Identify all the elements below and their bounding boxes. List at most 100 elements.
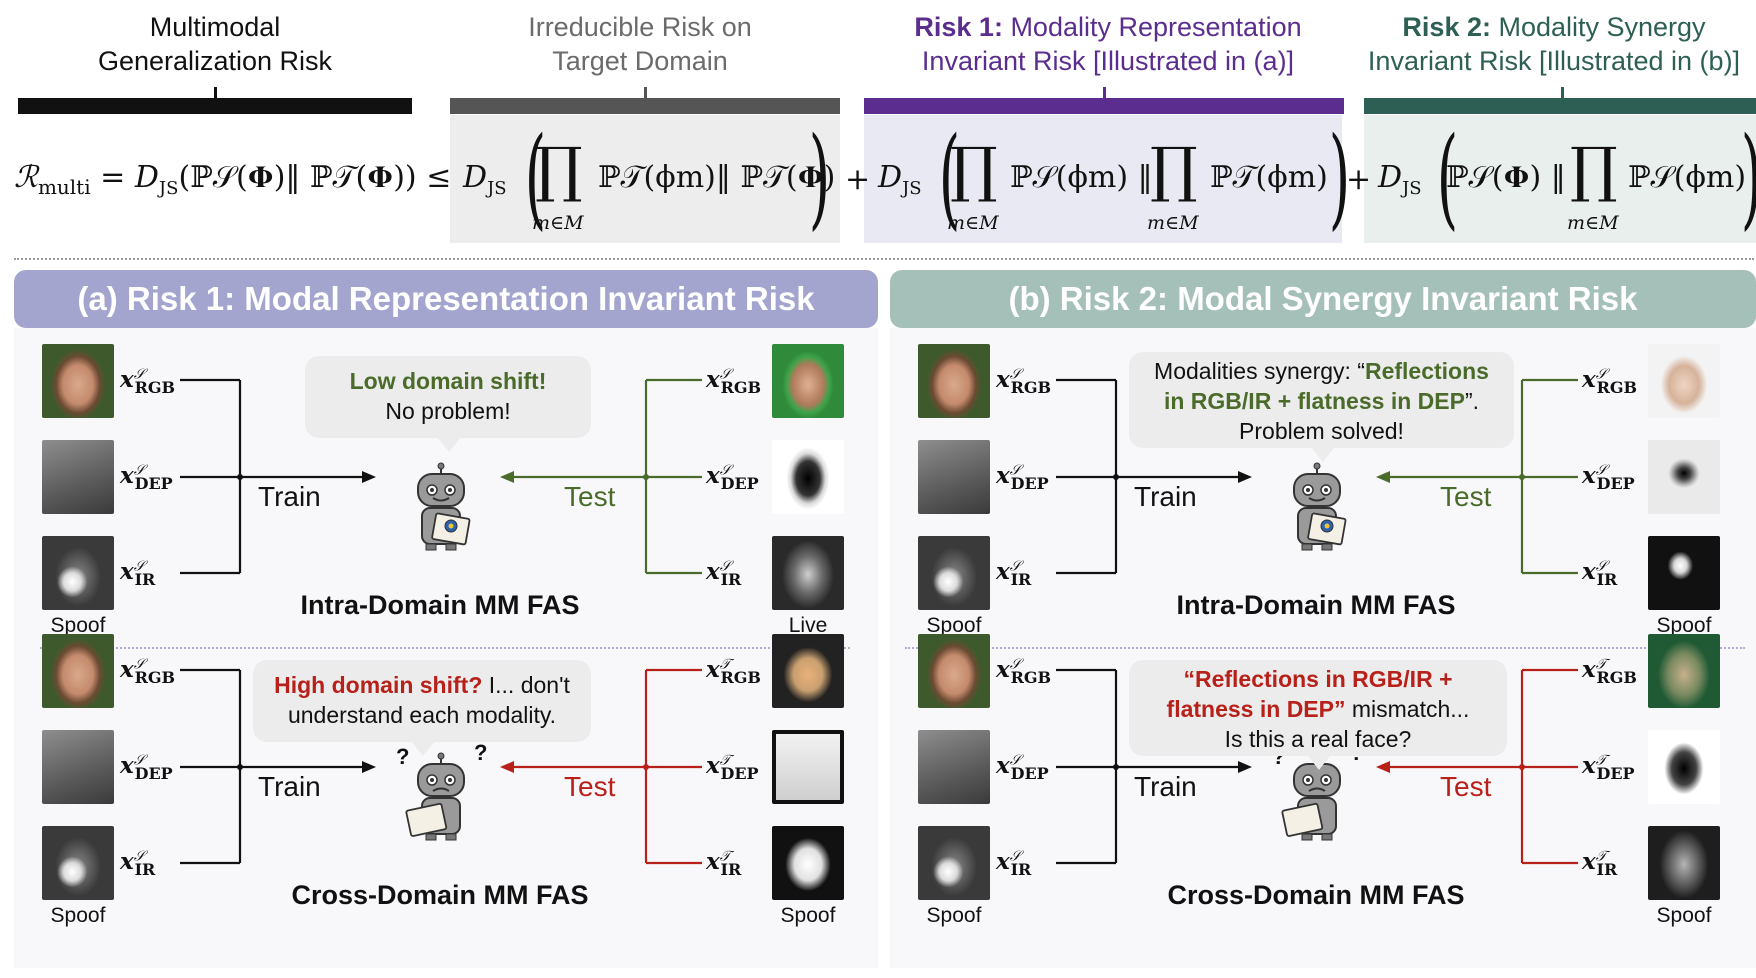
question-mark-right: ? xyxy=(474,740,488,765)
face-thumbnail-rgb xyxy=(42,344,114,418)
test-arrow-head xyxy=(1376,761,1390,773)
face-thumbnail-rgb-test xyxy=(1648,634,1720,708)
test-label: Test xyxy=(564,481,616,512)
product-symbol: ∏ xyxy=(535,135,583,205)
paren-left: ( xyxy=(524,113,547,241)
modality-label-ir-test: x𝒮IR xyxy=(1582,558,1618,589)
face-thumbnail-rgb xyxy=(918,344,990,418)
brace-risk1 xyxy=(864,87,1344,114)
caption-left-spoof: Spoof xyxy=(50,904,106,927)
face-thumbnail-rgb-test xyxy=(772,344,844,418)
modality-label-ir-source: x𝒮IR xyxy=(996,848,1032,879)
robot-glyph xyxy=(417,462,471,551)
train-arrow-head xyxy=(1238,471,1252,483)
plus-1: + xyxy=(845,162,871,197)
modality-label-dep-source: x𝒮DEP xyxy=(120,462,173,493)
test-label: Test xyxy=(1440,771,1492,802)
formula-term4-body-b: ℙ𝒮(ϕm) xyxy=(1628,160,1747,195)
caption-right-spoof: Spoof xyxy=(1656,904,1712,927)
banner-risk1: (a) Risk 1: Modal Representation Invaria… xyxy=(14,270,878,328)
face-thumbnail-dep-test xyxy=(772,730,844,804)
face-thumbnail-dep xyxy=(918,730,990,804)
speech-bubble-a-intra: Low domain shift! No problem! xyxy=(305,356,591,452)
speech-bubble-b-intra: Modalities synergy: “Reflections in RGB/… xyxy=(1129,352,1514,462)
product-symbol: ∏ xyxy=(1150,135,1198,205)
face-thumbnail-ir-test xyxy=(772,536,844,610)
formula-term3-body-b: ℙ𝒯(ϕm) xyxy=(1210,160,1328,195)
face-thumbnail-dep-test xyxy=(1648,730,1720,804)
modality-label-ir-test: x𝒯IR xyxy=(706,848,742,879)
modality-label-rgb-test: x𝒮RGB xyxy=(706,366,762,397)
brace-generalization xyxy=(18,87,412,114)
brace-risk2 xyxy=(1364,87,1756,114)
modality-label-rgb-source: x𝒮RGB xyxy=(120,366,176,397)
modality-label-ir-source: x𝒮IR xyxy=(120,558,156,589)
train-arrow-head xyxy=(1238,761,1252,773)
caption-right-spoof: Spoof xyxy=(1656,614,1712,637)
header-risk2: Risk 2: Modality Synergy Invariant Risk … xyxy=(1367,12,1741,76)
caption-left-spoof: Spoof xyxy=(926,904,982,927)
modality-label-dep-source: x𝒮DEP xyxy=(996,462,1049,493)
train-label: Train xyxy=(258,481,321,512)
robot-icon xyxy=(1276,462,1358,552)
panel-a-divider xyxy=(40,647,850,649)
train-arrow-head xyxy=(362,761,376,773)
modality-label-dep-test: x𝒮DEP xyxy=(706,462,759,493)
face-thumbnail-rgb-test xyxy=(1648,344,1720,418)
face-thumbnail-rgb-test xyxy=(772,634,844,708)
face-thumbnail-dep-test xyxy=(1648,440,1720,514)
header-irreducible-risk: Irreducible Risk on Target Domain xyxy=(528,12,752,76)
quadrant-title-intra: Intra-Domain MM FAS xyxy=(1176,590,1456,620)
banner-risk2: (b) Risk 2: Modal Synergy Invariant Risk xyxy=(890,270,1756,328)
modality-label-rgb-source: x𝒮RGB xyxy=(996,656,1052,687)
confused-robot-icon xyxy=(1276,752,1358,842)
modality-label-ir-source: x𝒮IR xyxy=(996,558,1032,589)
junction-dot xyxy=(1519,764,1525,770)
caption-right-spoof: Spoof xyxy=(780,904,836,927)
quadrant-title-intra: Intra-Domain MM FAS xyxy=(300,590,580,620)
face-thumbnail-dep xyxy=(42,440,114,514)
speech-bubble-b-cross: “Reflections in RGB/IR + flatness in DEP… xyxy=(1129,660,1507,770)
paren-right: ) xyxy=(1741,122,1756,232)
modality-label-dep-test: x𝒮DEP xyxy=(1582,462,1635,493)
paren-left: ( xyxy=(938,113,961,241)
caption-left-spoof: Spoof xyxy=(926,614,982,637)
modality-label-rgb-source: x𝒮RGB xyxy=(120,656,176,687)
shade-irreducible xyxy=(450,115,840,243)
paren-right: ) xyxy=(808,113,831,241)
header-risk1: Risk 1: Modality Representation Invarian… xyxy=(914,12,1302,76)
face-thumbnail-ir-test xyxy=(1648,536,1720,610)
product-subscript: m∈M xyxy=(947,212,999,234)
robot-glyph xyxy=(405,752,465,841)
test-arrow-head xyxy=(500,761,514,773)
robot-glyph xyxy=(1293,462,1347,551)
modality-label-ir-source: x𝒮IR xyxy=(120,848,156,879)
formula-term2-body: ℙ𝒯(ϕm)‖ ℙ𝒯(𝚽) xyxy=(598,160,836,195)
face-thumbnail-dep-test xyxy=(772,440,844,514)
junction-dot xyxy=(1113,764,1119,770)
face-thumbnail-ir xyxy=(918,826,990,900)
formula-lhs: ℛmulti = DJS(ℙ𝒮(𝚽)‖ ℙ𝒯(𝚽)) ≤ xyxy=(14,160,452,199)
shade-risk1 xyxy=(864,115,1342,243)
face-thumbnail-dep xyxy=(42,730,114,804)
modality-label-ir-test: x𝒯IR xyxy=(1582,848,1618,879)
formula-term3-body-a: ℙ𝒮(ϕm) ‖ xyxy=(1010,160,1153,195)
header-generalization-risk: Multimodal Generalization Risk xyxy=(97,12,333,76)
train-label: Train xyxy=(258,771,321,802)
robot-icon xyxy=(400,462,482,552)
train-label: Train xyxy=(1134,481,1197,512)
junction-dot xyxy=(643,474,649,480)
product-subscript: m∈M xyxy=(532,212,584,234)
modality-label-ir-test: x𝒮IR xyxy=(706,558,742,589)
modality-label-dep-source: x𝒮DEP xyxy=(120,752,173,783)
panel-b-divider xyxy=(905,647,1745,649)
quadrant-title-cross: Cross-Domain MM FAS xyxy=(291,880,589,910)
caption-right-live: Live xyxy=(788,614,828,637)
question-mark-left: ? xyxy=(396,744,410,769)
modality-label-rgb-source: x𝒮RGB xyxy=(996,366,1052,397)
junction-dot xyxy=(1519,474,1525,480)
confused-robot-icon xyxy=(400,752,482,842)
face-thumbnail-ir xyxy=(42,826,114,900)
junction-dot xyxy=(643,764,649,770)
